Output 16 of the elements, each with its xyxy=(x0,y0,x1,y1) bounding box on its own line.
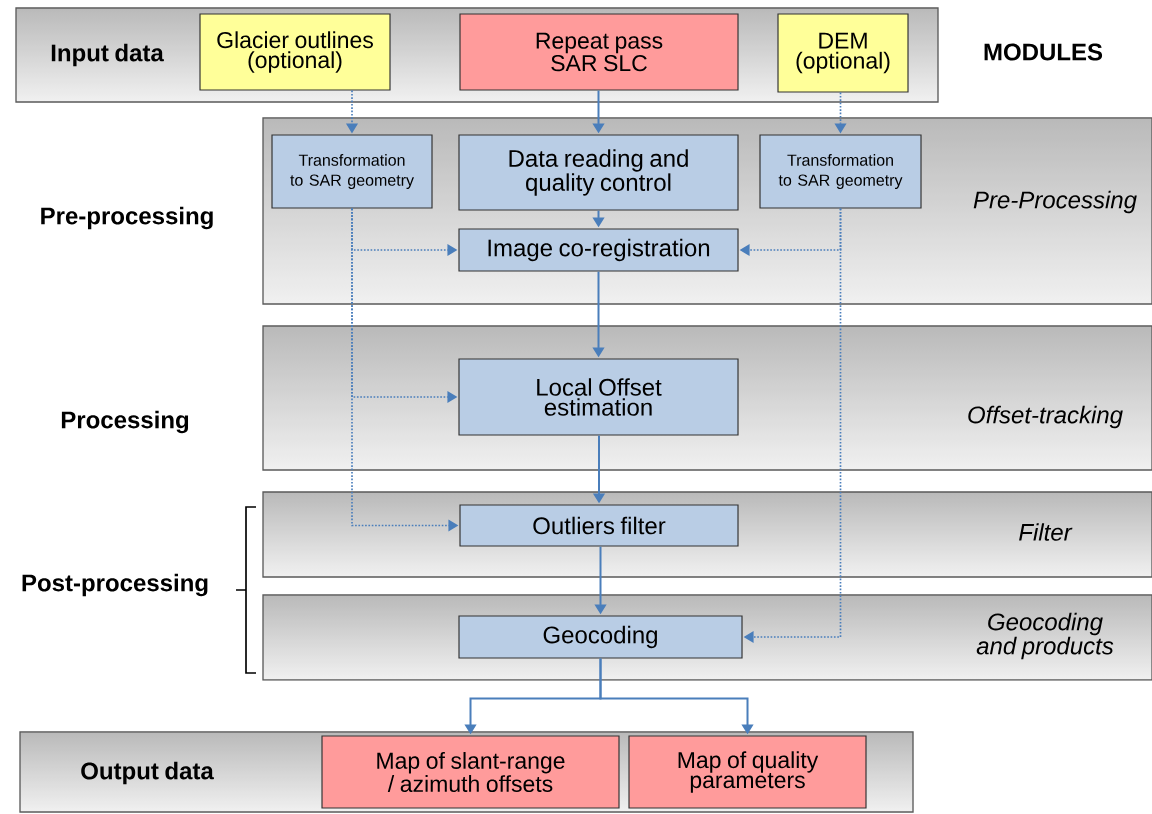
stage-label: MODULES xyxy=(984,43,1103,61)
process-box: Repeat pass SAR SLC xyxy=(459,13,739,91)
process-box: Transformation to SAR geometry xyxy=(271,134,433,209)
process-box: Map of slant-range / azimuth offsets xyxy=(321,735,620,809)
process-box: Data reading and quality control xyxy=(458,134,739,211)
process-box: Local Offset estimation xyxy=(458,358,739,436)
process-box: Map of quality parameters xyxy=(628,735,867,809)
stage-label: Post-processing xyxy=(22,573,208,597)
process-box: Transformation to SAR geometry xyxy=(759,134,922,209)
process-box: DEM (optional) xyxy=(777,13,909,93)
process-box: Image co-registration xyxy=(458,228,739,272)
stage-label: Processing xyxy=(61,410,189,434)
process-box: Outliers filter xyxy=(459,504,739,547)
process-box: Geocoding xyxy=(458,615,743,659)
stage-label: Pre-processing xyxy=(41,206,213,230)
process-box: Glacier outlines (optional) xyxy=(199,13,391,91)
